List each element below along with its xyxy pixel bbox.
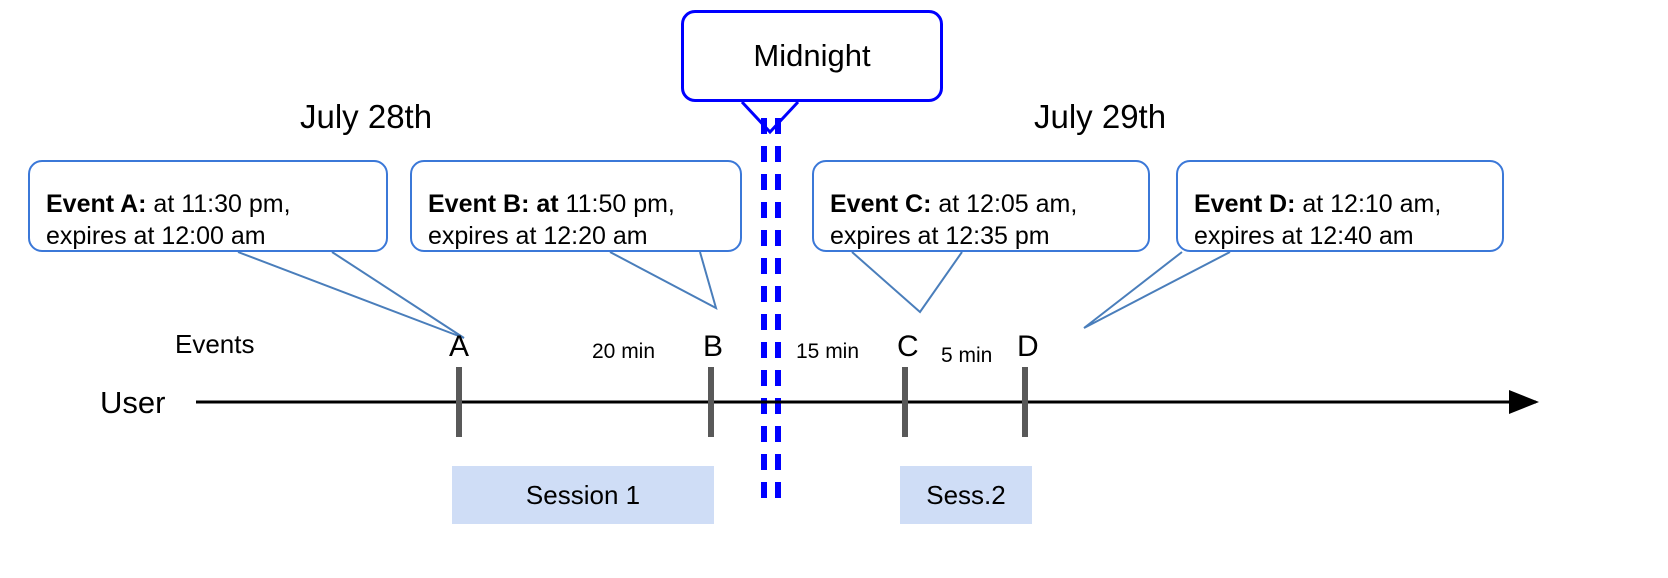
event-letter-b: B xyxy=(703,330,724,363)
callout-event-d-text: Event D: at 12:10 am,expires at 12:40 am xyxy=(1194,158,1441,252)
session-block-2: Sess.2 xyxy=(900,466,1032,524)
gap-label-b-c: 15 min xyxy=(796,340,860,363)
callout-event-a-rest: at 11:30 pm, xyxy=(146,190,291,219)
date-label-july-29: July 29th xyxy=(1034,98,1167,135)
callout-event-a-text: Event A: at 11:30 pm,expires at 12:00 am xyxy=(46,158,291,252)
callout-event-c-bold: Event C: xyxy=(830,190,932,219)
leader-line-event-b xyxy=(609,251,718,310)
callout-event-d-rest: at 12:10 am, xyxy=(1295,190,1442,219)
callout-event-b-rest: 11:50 pm, xyxy=(558,190,675,219)
callout-event-d: Event D: at 12:10 am,expires at 12:40 am xyxy=(1176,160,1504,252)
event-letter-c: C xyxy=(897,330,919,363)
date-label-july-28: July 28th xyxy=(300,98,433,135)
session-block-2-label: Sess.2 xyxy=(926,479,1006,510)
session-block-1: Session 1 xyxy=(452,466,714,524)
callout-event-c-text: Event C: at 12:05 am,expires at 12:35 pm xyxy=(830,158,1077,252)
leader-line-event-d xyxy=(1083,251,1231,329)
gap-label-c-d: 5 min xyxy=(941,344,993,367)
callout-event-c: Event C: at 12:05 am,expires at 12:35 pm xyxy=(812,160,1150,252)
callout-event-b: Event B: at 11:50 pm,expires at 12:20 am xyxy=(410,160,742,252)
leader-line-event-c xyxy=(851,251,963,314)
user-row-label: User xyxy=(100,385,166,420)
event-letter-a: A xyxy=(449,330,470,363)
event-letter-d: D xyxy=(1017,330,1039,363)
midnight-label: Midnight xyxy=(753,38,871,74)
midnight-callout: Midnight xyxy=(681,10,943,102)
midnight-callout-tail xyxy=(740,100,800,135)
callout-event-b-line2: expires at 12:20 am xyxy=(428,221,648,250)
callout-event-a-bold: Event A: xyxy=(46,190,147,219)
callout-event-d-bold: Event D: xyxy=(1194,190,1296,219)
callout-event-c-line2: expires at 12:35 pm xyxy=(830,221,1050,250)
leader-line-event-a xyxy=(237,251,465,339)
callout-event-a-line2: expires at 12:00 am xyxy=(46,221,266,250)
callout-event-c-rest: at 12:05 am, xyxy=(931,190,1078,219)
session-block-1-label: Session 1 xyxy=(525,479,641,510)
callout-event-d-line2: expires at 12:40 am xyxy=(1194,221,1414,250)
callout-event-a: Event A: at 11:30 pm,expires at 12:00 am xyxy=(28,160,388,252)
gap-label-a-b: 20 min xyxy=(592,340,656,363)
callout-event-b-text: Event B: at 11:50 pm,expires at 12:20 am xyxy=(428,158,675,252)
callout-event-b-bold: Event B: at xyxy=(428,190,559,219)
events-row-label: Events xyxy=(175,329,255,359)
